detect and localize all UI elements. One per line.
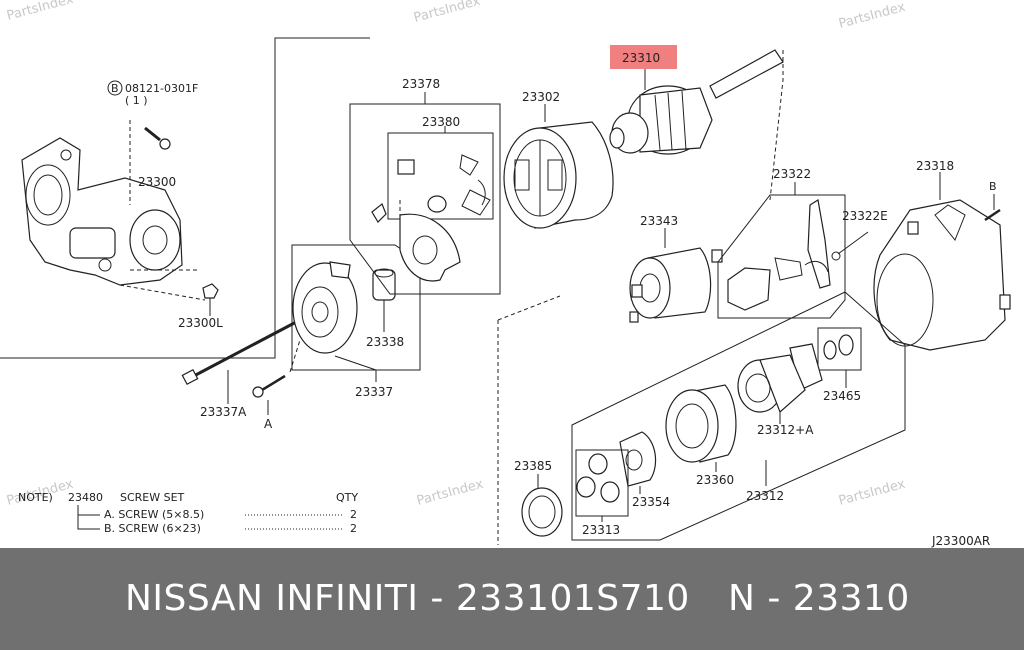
callout-23465: 23465	[823, 389, 861, 403]
leader-line	[837, 231, 869, 255]
footer-title: NISSAN INFINITI - 233101S710	[125, 578, 690, 619]
callout-23337a: 23337A	[200, 405, 247, 419]
washer-drawing	[521, 487, 563, 537]
through-bolt-drawing	[181, 318, 301, 386]
callout-ref-b: B	[989, 180, 997, 193]
ring-drawing	[838, 334, 854, 356]
callout-23322: 23322	[773, 167, 811, 181]
lever-drawing	[727, 199, 831, 311]
highlight-badge	[610, 45, 677, 69]
watermark: PartsIndex	[5, 0, 75, 24]
ref-circle-b	[107, 80, 123, 96]
brush-plate-drawing	[371, 195, 461, 282]
callout-23378: 23378	[402, 77, 440, 91]
gear-drawing	[588, 453, 608, 475]
leader-line	[289, 339, 301, 373]
diagram-code: J23300AR	[931, 534, 990, 548]
washer-drawing	[831, 251, 841, 261]
frame-line	[0, 37, 370, 359]
starter-assembly-drawing	[21, 137, 183, 286]
pinion-drawing	[737, 343, 823, 414]
group-frame-23322	[717, 194, 846, 319]
watermark: PartsIndex	[837, 477, 907, 509]
footer-ref: N - 23310	[728, 578, 910, 619]
gear-drawing	[576, 476, 596, 498]
bolt-drawing	[144, 126, 171, 150]
nut-drawing	[202, 283, 219, 299]
washer-drawing	[528, 495, 556, 529]
group-frame-23380	[387, 132, 494, 220]
callout-23322e: 23322E	[842, 209, 888, 223]
screw-a-drawing	[252, 374, 286, 398]
callout-23338: 23338	[366, 335, 404, 349]
ring-drawing	[823, 340, 837, 360]
leader-line	[769, 50, 784, 201]
callout-23385: 23385	[514, 459, 552, 473]
armature-drawing	[609, 49, 784, 155]
callout-23337: 23337	[355, 385, 393, 399]
group-frame-23312	[571, 291, 906, 541]
group-frame-23465	[817, 327, 862, 371]
watermark: PartsIndex	[837, 0, 907, 32]
leader-line	[334, 355, 377, 371]
callout-ref-a: A	[264, 417, 273, 431]
callout-23313: 23313	[582, 523, 620, 537]
callout-23300l: 23300L	[178, 316, 223, 330]
callout-23300: 23300	[138, 175, 176, 189]
note-bracket	[77, 505, 100, 530]
group-frame-23337	[291, 244, 421, 371]
callout-23312: 23312	[746, 489, 784, 503]
brush-drawing	[397, 154, 491, 216]
callout-circle-b: B	[111, 82, 119, 95]
footer-bar: NISSAN INFINITI - 233101S710 N - 23310	[0, 548, 1024, 650]
note-row-label: A. SCREW (5×8.5)	[104, 508, 204, 521]
callout-08121-0301f: 08121-0301F	[125, 82, 198, 95]
note-title: SCREW SET	[120, 491, 185, 504]
note-row-qty: 2	[350, 508, 357, 521]
callout-qty: ( 1 )	[125, 94, 148, 107]
callout-23318: 23318	[916, 159, 954, 173]
callout-23312a: 23312+A	[757, 423, 814, 437]
callout-23360: 23360	[696, 473, 734, 487]
end-frame-drawing	[292, 261, 358, 354]
housing-drawing	[873, 199, 1011, 351]
gear-shaft-drawing	[619, 431, 657, 487]
note-qty-header: QTY	[336, 491, 358, 504]
yoke-drawing	[503, 121, 614, 229]
watermark: PartsIndex	[412, 0, 482, 26]
note-row-qty: 2	[350, 522, 357, 535]
note-part-number: 23480	[68, 491, 103, 504]
callout-23310: 23310	[622, 51, 660, 65]
parts-diagram: PartsIndex PartsIndex PartsIndex PartsIn…	[0, 0, 1011, 548]
watermark: PartsIndex	[415, 477, 485, 509]
note-prefix: NOTE)	[18, 491, 53, 504]
solenoid-drawing	[629, 247, 723, 323]
callout-23343: 23343	[640, 214, 678, 228]
frame-line	[497, 295, 561, 321]
bushing-drawing	[372, 268, 396, 301]
callout-23354: 23354	[632, 495, 670, 509]
clutch-drawing	[665, 384, 737, 463]
gear-drawing	[600, 481, 620, 503]
callout-23380: 23380	[422, 115, 460, 129]
leader-line	[119, 284, 206, 301]
group-frame-23378	[349, 103, 501, 295]
note-row-label: B. SCREW (6×23)	[104, 522, 201, 535]
callout-23302: 23302	[522, 90, 560, 104]
